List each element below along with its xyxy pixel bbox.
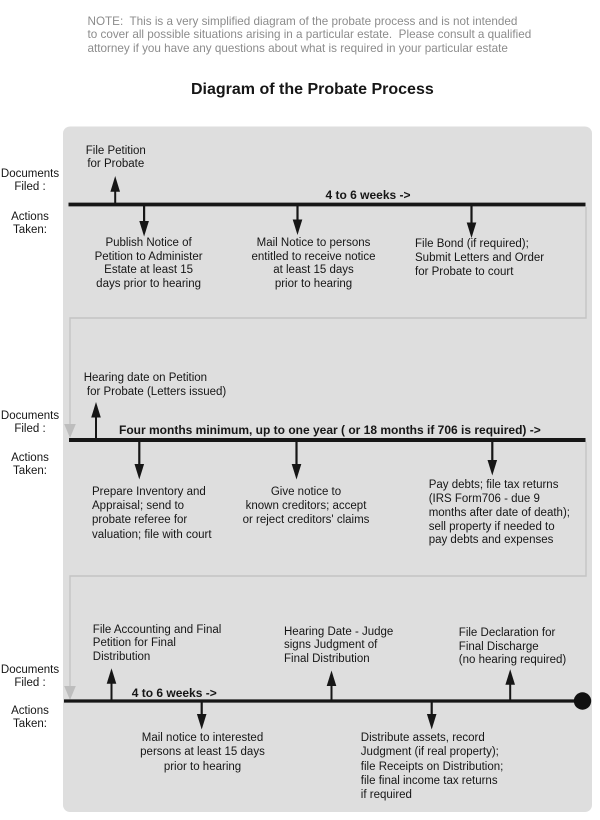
arrow-head <box>487 460 498 476</box>
down-arrow-file-bond <box>466 205 477 238</box>
row2-action-give-notice: Give notice to known creditors; accept o… <box>242 485 370 527</box>
page-title: Diagram of the Probate Process <box>191 80 434 98</box>
up-arrow-file-declaration <box>505 669 515 700</box>
disclaimer-note: NOTE: This is a very simplified diagram … <box>87 14 532 55</box>
row1-documents-filed-label: Documents Filed : <box>0 167 60 194</box>
arrow-head <box>505 669 515 685</box>
down-arrow-pay-debts <box>487 441 498 476</box>
arrow-head <box>291 464 302 480</box>
arrow-head <box>326 670 337 686</box>
row2-documents-filed-label: Documents Filed : <box>0 409 60 435</box>
down-arrow-mail-notice-interested <box>196 701 207 730</box>
row2-action-prepare-inventory: Prepare Inventory and Appraisal; send to… <box>92 485 212 541</box>
arrow-head <box>196 714 207 730</box>
row3-actions-taken-label: Actions Taken: <box>11 705 49 731</box>
arrow-head <box>139 221 149 237</box>
arrow-head <box>292 219 303 235</box>
up-arrow-hearing-judgment <box>326 670 337 700</box>
diagram-background-panel <box>63 126 592 812</box>
row2-action-pay-debts: Pay debts; file tax returns (IRS Form706… <box>428 478 570 547</box>
arrow-head <box>106 668 117 684</box>
row1-doc-file-petition: File Petition for Probate <box>85 144 146 170</box>
row3-action-distribute-assets: Distribute assets, record Judgment (if r… <box>360 732 504 801</box>
row3-documents-filed-label: Documents Filed : <box>0 663 60 689</box>
arrow-head <box>134 464 145 480</box>
up-arrow-hearing-date <box>91 402 101 439</box>
arrow-head <box>91 402 101 418</box>
row2-doc-hearing-date: Hearing date on Petition for Probate (Le… <box>83 372 227 399</box>
down-arrow-give-notice <box>291 441 302 480</box>
down-arrow-publish-notice <box>139 205 149 237</box>
connector-line-row2-to-row3 <box>69 442 587 687</box>
row3-doc-file-accounting: File Accounting and Final Petition for F… <box>92 624 222 663</box>
row1-action-file-bond: File Bond (if required); Submit Letters … <box>415 238 545 278</box>
row1-actions-taken-label: Actions Taken: <box>11 210 49 236</box>
row3-doc-hearing-judgment: Hearing Date - Judge signs Judgment of F… <box>284 625 394 666</box>
arrow-head <box>466 222 477 238</box>
connector-arrowhead-row2 <box>64 424 76 438</box>
arrow-head <box>110 176 120 192</box>
row2-duration-label: Four months minimum, up to one year ( or… <box>119 423 541 437</box>
arrow-head <box>426 714 437 730</box>
row3-doc-file-declaration: File Declaration for Final Discharge (no… <box>458 627 567 667</box>
row1-duration-label: 4 to 6 weeks -> <box>325 188 411 203</box>
down-arrow-distribute-assets <box>426 701 437 730</box>
connector-line-row1-to-row2 <box>69 207 587 425</box>
row3-action-mail-notice: Mail notice to interested persons at lea… <box>140 732 265 773</box>
down-arrow-prepare-inventory <box>134 441 145 480</box>
row3-duration-label: 4 to 6 weeks -> <box>131 686 217 700</box>
up-arrow-file-petition <box>110 176 120 203</box>
up-arrow-file-accounting <box>106 668 117 700</box>
down-arrow-mail-notice <box>292 205 303 235</box>
row1-action-publish-notice: Publish Notice of Petition to Administer… <box>94 237 203 290</box>
connector-arrowhead-row3 <box>64 686 76 700</box>
timeline-end-dot <box>573 692 592 710</box>
row2-actions-taken-label: Actions Taken: <box>11 452 49 478</box>
row1-action-mail-notice: Mail Notice to persons entitled to recei… <box>251 237 376 290</box>
